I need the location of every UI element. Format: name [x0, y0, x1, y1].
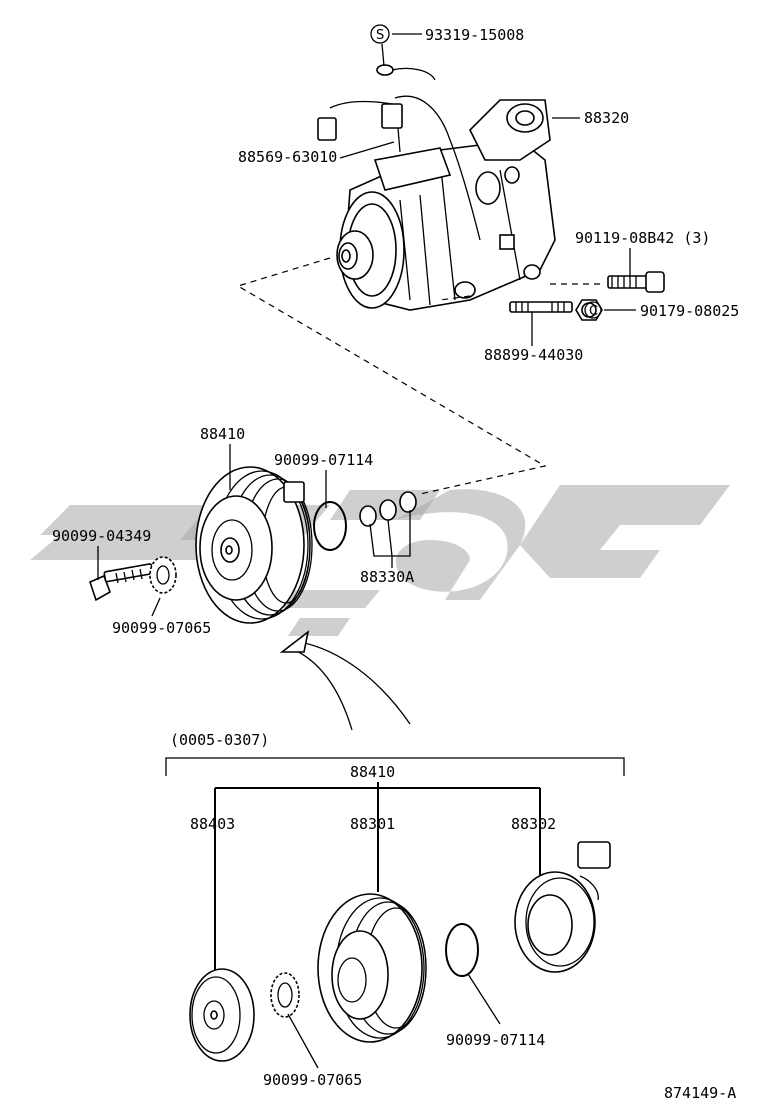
leader-line — [151, 597, 161, 617]
mount-bolt — [607, 271, 665, 293]
label-parent: 88410 — [350, 763, 395, 781]
clip-symbol: S — [376, 28, 384, 43]
clutch-assembly — [195, 466, 313, 624]
snap-ring-lower — [445, 923, 479, 977]
label-snap-ring-lower: 90099-07114 — [446, 1031, 545, 1049]
hub — [189, 968, 255, 1062]
stud — [509, 301, 573, 313]
label-date-range: (0005-0307) — [170, 731, 269, 749]
arrow-curve — [299, 641, 411, 725]
drawing-number: 874149-A — [664, 1084, 736, 1102]
label-compressor-bracket: 88320 — [584, 109, 629, 127]
bolt-left — [89, 563, 154, 602]
label-washer: 90099-07065 — [263, 1071, 362, 1089]
leader-line — [287, 1013, 319, 1069]
label-bolt: 90119-08B42 (3) — [575, 229, 710, 247]
washer — [270, 972, 300, 1018]
compressor-assembly — [317, 64, 556, 311]
label-shims: 88330A — [360, 568, 414, 586]
stator — [514, 841, 611, 973]
leader-line — [467, 973, 501, 1025]
label-stud: 88899-44030 — [484, 346, 583, 364]
label-harness: 88569-63010 — [238, 148, 337, 166]
guide-line — [236, 257, 547, 495]
leader-line — [339, 141, 395, 159]
label-nut: 90179-08025 — [640, 302, 739, 320]
bracket-line — [165, 757, 625, 776]
arrow-curve — [289, 647, 353, 731]
washer-left — [149, 556, 177, 594]
label-clutch-assy: 88410 — [200, 425, 245, 443]
tree-line — [214, 782, 541, 975]
guide-line — [439, 283, 600, 301]
label-snap-ring: 90099-07114 — [274, 451, 373, 469]
shim-set — [359, 491, 417, 527]
nut-symbol: C — [589, 304, 598, 319]
snap-ring — [313, 501, 347, 551]
clip-symbol-circle — [370, 24, 390, 44]
arrow-head — [279, 630, 310, 653]
label-washer-left: 90099-07065 — [112, 619, 211, 637]
label-pulley: 88301 — [350, 815, 395, 833]
label-hub: 88403 — [190, 815, 235, 833]
label-bolt-left: 90099-04349 — [52, 527, 151, 545]
nut-symbol-circle — [584, 301, 602, 319]
label-stator: 88302 — [511, 815, 556, 833]
leader-line — [381, 33, 422, 67]
pulley — [317, 893, 427, 1043]
label-sensor-clip: 93319-15008 — [425, 26, 524, 44]
